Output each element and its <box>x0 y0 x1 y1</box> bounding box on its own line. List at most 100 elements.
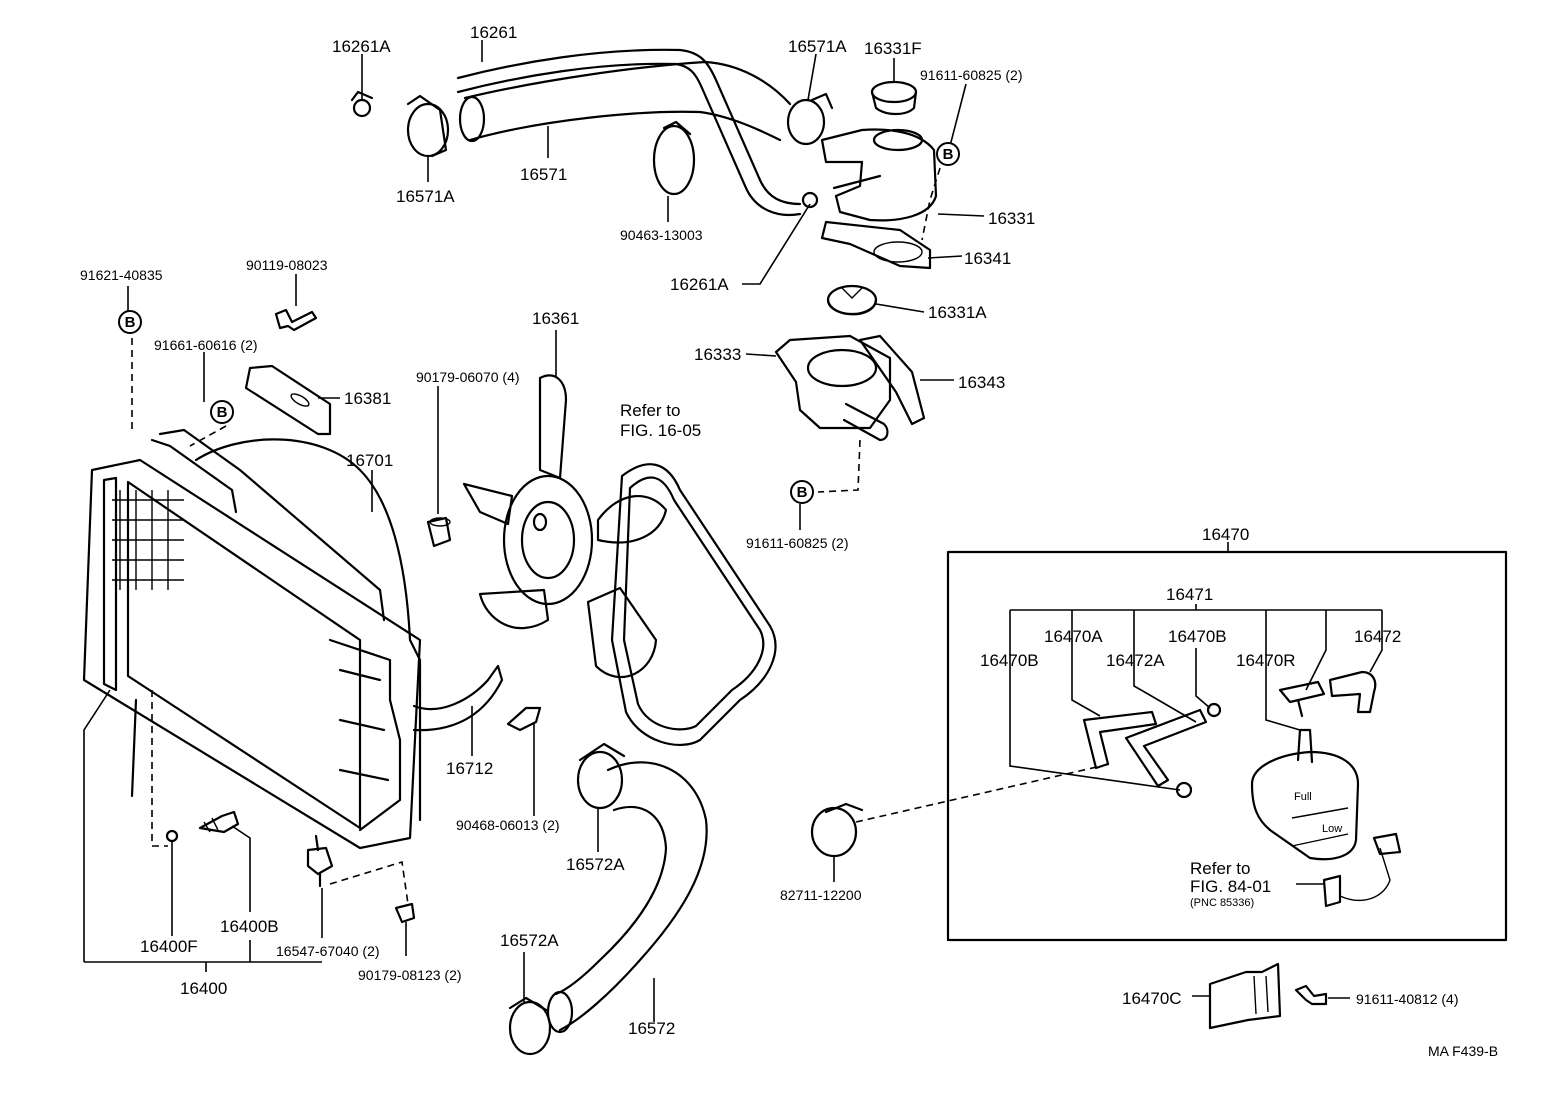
label-16712: 16712 <box>446 759 493 778</box>
leader-lines <box>83 40 1383 1022</box>
label-16400F: 16400F <box>140 937 198 956</box>
bolt-marker-b-left: B <box>118 310 142 334</box>
hose-clamp-90463 <box>652 120 696 196</box>
svg-text:B: B <box>125 314 136 331</box>
label-90468: 90468-06013 (2) <box>456 817 560 833</box>
label-16381: 16381 <box>344 389 391 408</box>
label-16547: 16547-67040 (2) <box>276 943 380 959</box>
gasket-16343 <box>858 334 926 426</box>
label-91661: 91661-60616 (2) <box>154 337 258 353</box>
label-16470B-right: 16470B <box>1168 627 1227 646</box>
label-tank-full: Full <box>1294 791 1312 803</box>
label-16470C: 16470C <box>1122 989 1182 1008</box>
clip-16261A-mid <box>801 191 819 209</box>
gasket-16341 <box>820 220 932 270</box>
label-refer-bot-1: Refer to <box>1190 859 1250 878</box>
hose-clamp-16571A-left <box>406 94 450 158</box>
level-sensor <box>1322 832 1402 908</box>
label-16331A: 16331A <box>928 303 987 322</box>
reserve-tank-16470 <box>1250 728 1360 861</box>
label-16470A: 16470A <box>1044 627 1103 646</box>
label-16400: 16400 <box>180 979 227 998</box>
figure-code: MA F439-B <box>1428 1043 1498 1059</box>
label-16571: 16571 <box>520 165 567 184</box>
bolt-marker-b-mid: B <box>210 400 234 424</box>
label-refer-top-2: FIG. 16-05 <box>620 421 701 440</box>
label-16261A-top: 16261A <box>332 37 391 56</box>
label-91611-bottom: 91611-60825 (2) <box>746 535 848 551</box>
gasket-16400F <box>165 829 179 843</box>
cap-16470R <box>1278 680 1326 718</box>
grommet-90179-08123 <box>394 902 416 924</box>
label-91621: 91621-40835 <box>80 267 163 283</box>
label-refer-bot-3: (PNC 85336) <box>1190 897 1254 909</box>
v-belt <box>610 463 777 747</box>
radiator-cap-16331F <box>870 80 918 116</box>
label-16472A: 16472A <box>1106 651 1165 670</box>
label-16331: 16331 <box>988 209 1035 228</box>
label-16571A-left: 16571A <box>396 187 455 206</box>
label-90179-06070: 90179-06070 (4) <box>416 369 520 385</box>
hose-clamp-16572A-mid <box>576 742 626 810</box>
svg-text:B: B <box>217 404 228 421</box>
label-refer-bot-2: FIG. 84-01 <box>1190 877 1271 896</box>
label-16572A-low: 16572A <box>500 931 559 950</box>
hose-16472A <box>1124 708 1208 788</box>
lower-hose-16572 <box>546 761 708 1034</box>
hose-clamp-82711 <box>810 802 864 858</box>
label-refer-top-1: Refer to <box>620 401 680 420</box>
clip-16470B-right <box>1206 702 1222 718</box>
label-tank-low: Low <box>1322 823 1342 835</box>
label-16470B-left: 16470B <box>980 651 1039 670</box>
label-82711: 82711-12200 <box>780 887 862 903</box>
hose-16470A <box>1082 710 1158 770</box>
label-91611-top: 91611-60825 (2) <box>920 67 1022 83</box>
bolt-91611-40812 <box>1294 984 1328 1006</box>
label-90119: 90119-08023 <box>246 257 328 273</box>
svg-text:B: B <box>797 484 808 501</box>
bolt-90119 <box>274 308 318 332</box>
clip-90468 <box>506 706 542 732</box>
hose-clamp-16572A-low <box>508 996 552 1056</box>
label-16471: 16471 <box>1166 585 1213 604</box>
svg-text:B: B <box>943 146 954 163</box>
grommet-90179-06070 <box>426 516 452 548</box>
label-90463: 90463-13003 <box>620 227 703 243</box>
bracket-16381 <box>244 364 332 436</box>
hose-16472 <box>1328 670 1377 714</box>
hose-clamp-16571A-right <box>786 92 834 146</box>
label-16472: 16472 <box>1354 627 1401 646</box>
label-16571A-right: 16571A <box>788 37 847 56</box>
part-labels: 16261 16261A 16571A 16571 90463-13003 16… <box>80 23 1498 1059</box>
reference-lines <box>131 167 1111 905</box>
label-16470: 16470 <box>1202 525 1249 544</box>
label-16470R: 16470R <box>1236 651 1296 670</box>
label-90179-08123: 90179-08123 (2) <box>358 967 462 983</box>
shroud-bracket-16712 <box>412 664 504 732</box>
fan-shroud-16701 <box>150 428 422 822</box>
label-16261: 16261 <box>470 23 517 42</box>
water-outlet-16331 <box>820 128 938 222</box>
label-16333: 16333 <box>694 345 741 364</box>
thermostat-16331A <box>826 284 878 316</box>
bolt-marker-b-top: B <box>936 142 960 166</box>
label-91611-40812: 91611-40812 (4) <box>1356 991 1458 1007</box>
label-16701: 16701 <box>346 451 393 470</box>
label-16572A-mid: 16572A <box>566 855 625 874</box>
bracket-16470C <box>1208 962 1282 1030</box>
label-16331F: 16331F <box>864 39 922 58</box>
label-16572: 16572 <box>628 1019 675 1038</box>
label-16400B: 16400B <box>220 917 279 936</box>
upper-hose-16571 <box>458 60 792 143</box>
bypass-hose-16261 <box>456 48 802 216</box>
label-16341: 16341 <box>964 249 1011 268</box>
cushion-16547 <box>306 834 334 888</box>
label-16343: 16343 <box>958 373 1005 392</box>
label-16361: 16361 <box>532 309 579 328</box>
water-inlet-16333 <box>774 334 892 442</box>
drain-cock-16400B <box>198 810 240 834</box>
radiator-16400 <box>82 458 422 850</box>
reserve-tank-box <box>946 550 1508 942</box>
bolt-marker-b-bottom: B <box>790 480 814 504</box>
